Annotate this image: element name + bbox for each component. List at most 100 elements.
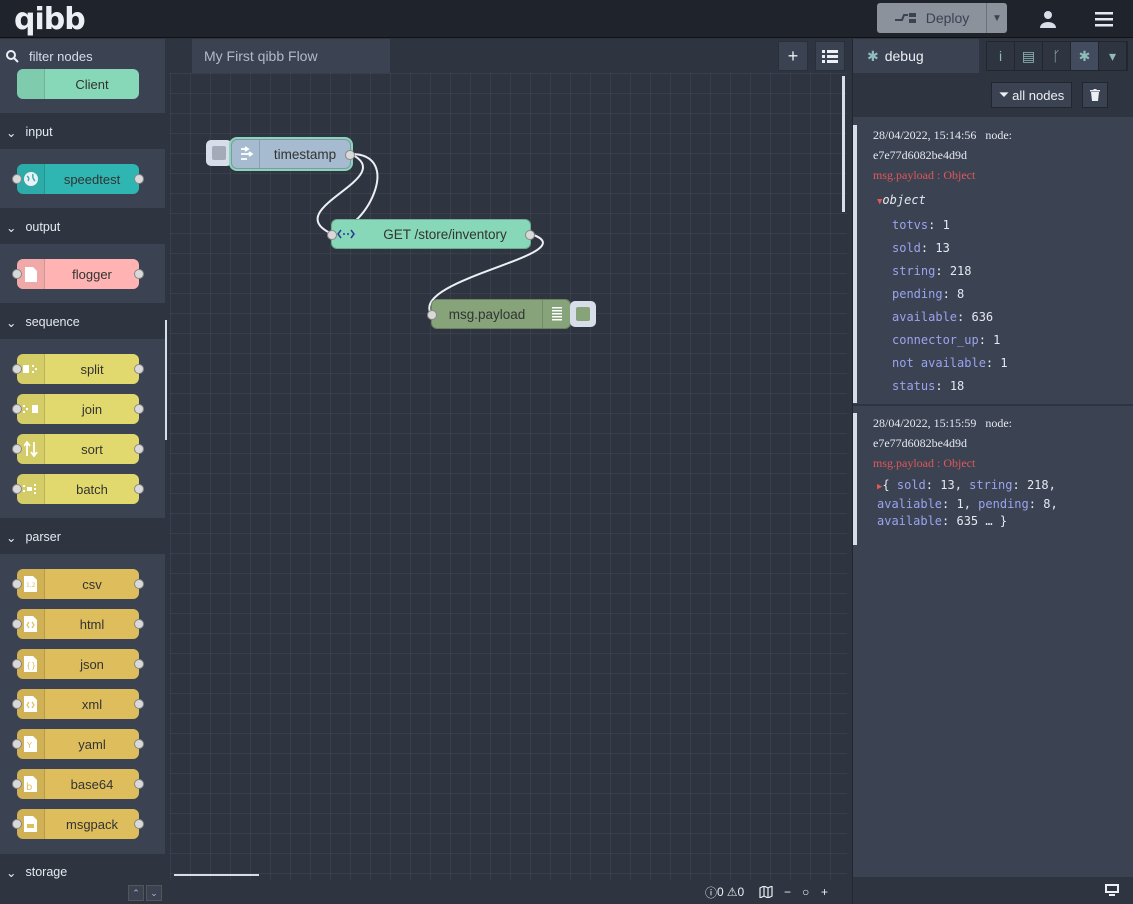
palette-node-base64[interactable]: b base64 [12,769,144,799]
flow-node-http-request[interactable]: GET /store/inventory [327,219,535,249]
flow-canvas[interactable]: timestamp GET /store/inventory msg.paylo… [170,73,847,880]
palette-scrollbar[interactable] [165,320,167,440]
category-input[interactable]: ⌄ input [0,115,165,149]
message-node-id[interactable]: e7e77d6082be4d9d [873,436,967,450]
palette-node-yaml[interactable]: Y yaml [12,729,144,759]
palette-node-flogger[interactable]: flogger [12,259,144,289]
palette-node-xml[interactable]: xml [12,689,144,719]
svg-text:b: b [26,782,32,792]
message-topic: msg.payload : Object [873,456,976,470]
chevron-down-icon: ⌄ [6,220,17,235]
port [12,579,22,589]
palette-node-client[interactable]: Client [17,69,139,99]
search-icon [6,49,19,63]
object-tree-root[interactable]: ▼object [877,189,1133,214]
msgpack-icon [17,809,45,839]
palette-filter[interactable]: filter nodes [0,39,165,73]
sidebar-tabs: ✱ debug i ▤ ᚴ ✱ ▾ [853,39,1133,73]
category-output[interactable]: ⌄ output [0,210,165,244]
status-counts[interactable]: ⓘ 0 ⚠ 0 [705,884,744,900]
message-node-label: node: [985,416,1013,430]
message-node-id[interactable]: e7e77d6082be4d9d [873,148,967,162]
chevron-down-icon: ⌄ [6,315,17,330]
port [12,174,22,184]
expand-all-button[interactable]: ⌄ [146,885,162,901]
port [134,619,144,629]
add-flow-button[interactable]: + [778,41,808,71]
port [525,230,535,240]
port [12,739,22,749]
zoom-out-button[interactable]: − [784,884,791,900]
category-parser[interactable]: ⌄ parser [0,520,165,554]
object-tree[interactable]: ▼object totvs: 1 sold: 13 string: 218 pe… [877,189,1133,398]
palette-node-csv[interactable]: 1,2 csv [12,569,144,599]
caret-down-icon: ▼ [877,197,883,207]
deploy-dropdown-button[interactable]: ▼ [986,3,1007,33]
zoom-in-button[interactable]: + [821,884,828,900]
navigator-button[interactable] [759,884,773,900]
file-icon [17,259,45,289]
palette-node-json[interactable]: {} json [12,649,144,679]
minus-icon: − [784,885,792,899]
user-menu-button[interactable] [1030,4,1066,34]
palette-node-sort[interactable]: sort [12,434,144,464]
port [345,150,355,160]
json-icon: {} [17,649,45,679]
palette-node-html[interactable]: html [12,609,144,639]
category-body-output: flogger [0,244,165,303]
category-sequence[interactable]: ⌄ sequence [0,305,165,339]
object-label: object [882,193,926,207]
filter-all-nodes-button[interactable]: ⏷ all nodes [991,82,1072,108]
canvas-horizontal-scrollbar[interactable] [174,874,259,876]
object-field: pending: 8 [892,287,965,301]
help-tab-button[interactable]: ▤ [1015,42,1043,70]
filter-icon: ⏷ [998,87,1010,102]
zoom-reset-button[interactable]: ○ [802,884,809,900]
chevrons-up-icon: ⌃ [132,887,140,898]
main-menu-button[interactable] [1086,4,1122,34]
palette-node-join[interactable]: join [12,394,144,424]
object-field: sold: 13 [892,241,950,255]
object-summary[interactable]: ▶{ sold: 13, string: 218, avaliable: 1, … [877,478,1058,528]
sidebar-menu-button[interactable]: ▾ [1099,42,1127,70]
palette-node-split[interactable]: split [12,354,144,384]
inject-trigger-square [212,146,226,160]
debug-toolbar: ⏷ all nodes [853,73,1133,115]
debug-toggle-button[interactable] [570,301,596,327]
sidebar-footer [853,877,1133,904]
trash-icon [1090,89,1100,101]
flow-node-timestamp[interactable]: timestamp [231,139,355,169]
flow-node-debug[interactable]: msg.payload [427,299,571,329]
bug-icon: ✱ [867,47,879,64]
deploy-button[interactable]: Deploy [877,3,986,33]
palette-node-batch[interactable]: batch [12,474,144,504]
port [134,699,144,709]
port [12,659,22,669]
collapse-all-button[interactable]: ⌃ [128,885,144,901]
http-icon [332,220,360,248]
message-node-label: node: [985,128,1013,142]
port [134,444,144,454]
port [134,269,144,279]
inject-trigger-button[interactable] [206,140,232,166]
plus-icon: + [821,885,829,899]
tab-my-first-flow[interactable]: My First qibb Flow [192,39,390,73]
canvas-vertical-scrollbar[interactable] [842,76,845,212]
port [134,404,144,414]
tab-debug[interactable]: ✱ debug [853,39,979,73]
app-header: qibb Deploy ▼ [0,0,1133,38]
port [134,739,144,749]
list-flows-button[interactable] [815,41,845,71]
sidebar-tab-icons: i ▤ ᚴ ✱ ▾ [986,41,1128,71]
object-field: connector_up: 1 [892,333,1001,347]
debug-tab-button[interactable]: ✱ [1071,42,1099,70]
palette-node-speedtest[interactable]: speedtest [12,164,144,194]
info-tab-button[interactable]: i [987,42,1015,70]
git-tab-button[interactable]: ᚴ [1043,42,1071,70]
filter-nodes-input[interactable]: filter nodes [29,48,93,64]
object-field: string: 218 [892,264,972,278]
clear-messages-button[interactable] [1082,82,1108,108]
workspace-footer: ⓘ 0 ⚠ 0 − ○ + [170,880,847,904]
palette-node-msgpack[interactable]: msgpack [12,809,144,839]
toggle-sidebar-button[interactable] [1105,883,1119,901]
